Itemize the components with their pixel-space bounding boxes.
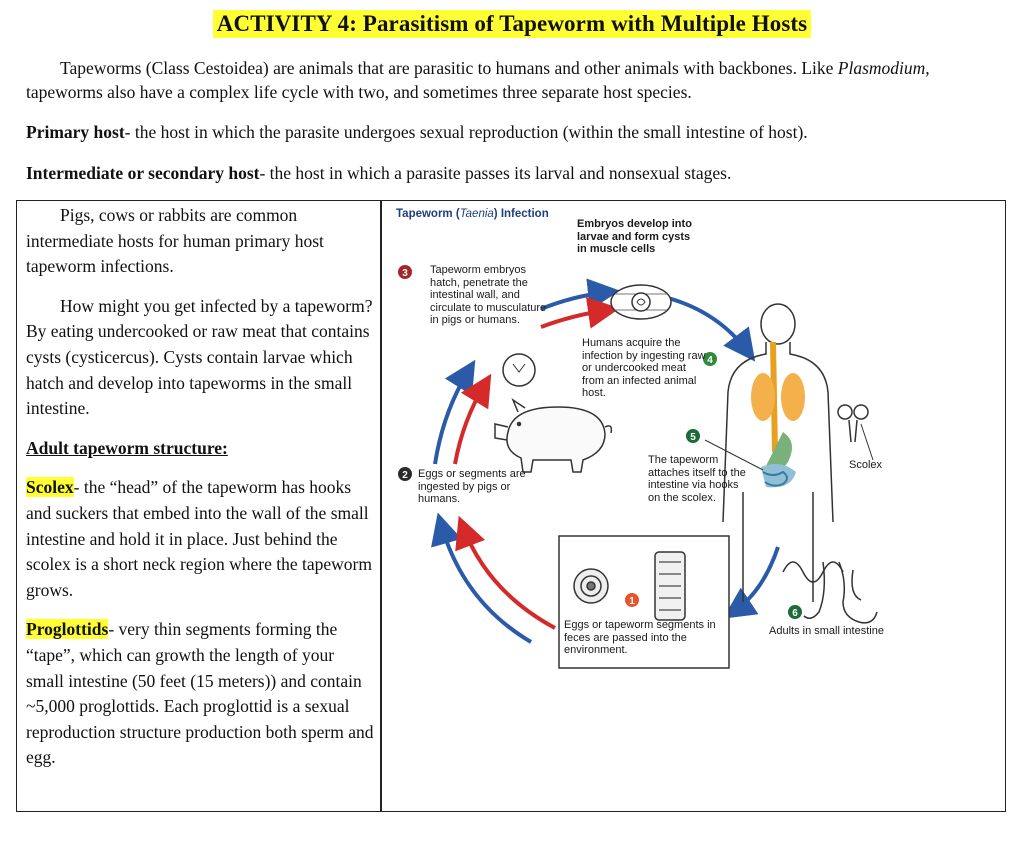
arrow-red-left-lower — [455, 515, 556, 630]
step5-label: The tapeworm attaches itself to the inte… — [648, 454, 746, 504]
title-wrap: ACTIVITY 4: Parasitism of Tapeworm with … — [0, 10, 1024, 38]
embryos-label: Embryos develop into larvae and form cys… — [577, 218, 692, 255]
pig-drawing — [494, 398, 613, 473]
primary-host-term: Primary host — [26, 122, 125, 142]
page-title: ACTIVITY 4: Parasitism of Tapeworm with … — [212, 10, 812, 38]
human-body-drawing — [722, 303, 834, 602]
svg-text:4: 4 — [707, 355, 713, 366]
intermediate-host-text: - the host in which a parasite passes it… — [259, 163, 732, 183]
egg-drawing — [573, 568, 609, 604]
step5-pointer — [704, 439, 764, 471]
adult-tapeworm-drawing — [782, 561, 878, 624]
left-column: Pigs, cows or rabbits are common interme… — [26, 203, 374, 771]
hosts-paragraph: Pigs, cows or rabbits are common interme… — [26, 205, 324, 277]
svg-text:6: 6 — [792, 608, 798, 619]
scolex-pointer — [860, 423, 874, 461]
step6-label: Adults in small intestine — [769, 625, 884, 637]
life-cycle-art: 1 2 3 4 5 6 — [398, 265, 878, 669]
human-organs-drawing — [751, 341, 805, 488]
scolex-paragraph: Scolex- the “head” of the tapeworm has h… — [26, 475, 374, 603]
intermediate-host-definition: Intermediate or secondary host- the host… — [26, 161, 1001, 185]
segment-drawing — [654, 551, 686, 621]
scolex-drawing — [837, 404, 869, 443]
structure-heading: Adult tapeworm structure: — [26, 437, 228, 458]
scolex-term: Scolex — [26, 477, 74, 498]
arrow-red-left-upper — [453, 373, 492, 465]
arrow-blue-left-upper — [433, 359, 476, 465]
proglottids-paragraph: Proglottids- very thin segments forming … — [26, 617, 374, 771]
arrow-red-top — [540, 296, 620, 329]
muscle-cyst-drawing — [610, 284, 672, 320]
intro-paragraph: Tapeworms (Class Cestoidea) are animals … — [26, 56, 1001, 104]
arrow-blue-top — [540, 278, 620, 311]
intro-text-1: Tapeworms (Class Cestoidea) are animals … — [60, 58, 838, 78]
infection-paragraph: How might you get infected by a tapeworm… — [26, 295, 373, 419]
intermediate-host-term: Intermediate or secondary host — [26, 163, 260, 183]
svg-text:1: 1 — [629, 596, 635, 607]
primary-host-definition: Primary host- the host in which the para… — [26, 120, 1001, 144]
intro-italic: Plasmodium, — [837, 58, 930, 78]
step-badges: 1 2 3 4 5 6 — [398, 265, 802, 619]
scolex-text: - the “head” of the tapeworm has hooks a… — [26, 477, 372, 600]
diagram-title: Tapeworm (Taenia) Infection — [396, 208, 549, 220]
life-cycle-diagram: 1 2 3 4 5 6 Tapeworm (Taenia) Infection … — [383, 202, 1003, 808]
proglottids-text: - very thin segments forming the “tape”,… — [26, 619, 374, 768]
embryo-circle-drawing — [502, 353, 536, 387]
step2-label: Eggs or segments are ingested by pigs or… — [418, 468, 526, 505]
primary-host-text: - the host in which the parasite undergo… — [124, 122, 808, 142]
proglottids-term: Proglottids — [26, 619, 109, 640]
svg-text:3: 3 — [402, 268, 408, 279]
step4-label: Humans acquire the infection by ingestin… — [582, 337, 706, 399]
svg-text:2: 2 — [402, 470, 408, 481]
arrow-blue-right — [667, 296, 756, 362]
content-table — [16, 200, 1006, 812]
step1-label: Eggs or tapeworm segments in feces are p… — [564, 619, 716, 656]
intro-text-2: tapeworms also have a complex life cycle… — [26, 82, 692, 102]
step3-label: Tapeworm embryos hatch, penetrate the in… — [430, 264, 547, 326]
column-divider — [380, 200, 382, 812]
svg-text:5: 5 — [690, 432, 696, 443]
scolex-diagram-label: Scolex — [849, 459, 883, 471]
arrow-blue-left-lower — [431, 512, 533, 644]
arrow-blue-bottom-right — [723, 546, 780, 619]
